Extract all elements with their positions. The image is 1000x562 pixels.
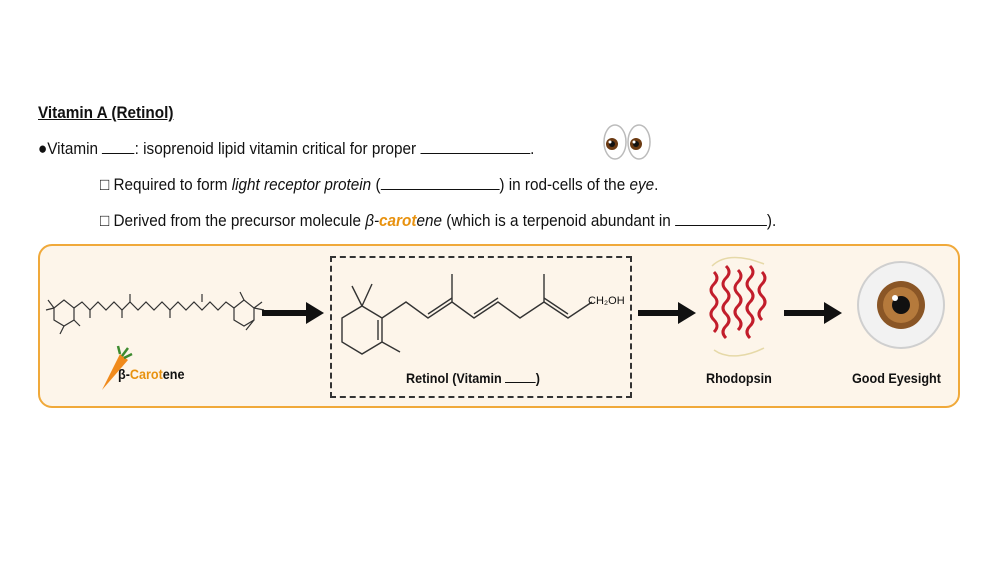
- ene-suffix: ene: [416, 211, 442, 230]
- text-italic: eye: [629, 175, 655, 194]
- text-segment: .: [530, 139, 535, 158]
- ch2oh-label: CH₂OH: [588, 295, 625, 307]
- beta-carotene-structure: [45, 291, 265, 335]
- pathway-drawing: [45, 291, 842, 390]
- good-eyesight-label: Good Eyesight: [852, 370, 941, 386]
- text-segment: (which is a terpenoid abundant in: [442, 211, 676, 230]
- label-text: ): [535, 370, 540, 386]
- blank-vitamin-letter[interactable]: [102, 139, 135, 154]
- text-segment: Derived from the precursor molecule: [109, 211, 366, 230]
- label-text: Retinol (Vitamin: [406, 370, 506, 386]
- receptor-line: □ Required to form light receptor protei…: [100, 175, 658, 195]
- checkbox-glyph: □: [100, 211, 110, 230]
- blank-food-source[interactable]: [675, 211, 767, 226]
- beta-carotene-label: β-Carotene: [118, 366, 185, 382]
- text-segment: .: [654, 175, 659, 194]
- carot-highlight: carot: [379, 211, 417, 230]
- page-title: Vitamin A (Retinol): [38, 103, 174, 122]
- blank-function[interactable]: [420, 139, 531, 154]
- eyeball-icon: [857, 261, 945, 349]
- text-segment: ) in rod-cells of the: [499, 175, 630, 194]
- label-suffix: ene: [162, 366, 185, 382]
- bullet: ●: [38, 139, 48, 158]
- vitamin-line: ●Vitamin : isoprenoid lipid vitamin crit…: [38, 139, 534, 159]
- retinol-structure: CH₂OH: [341, 274, 625, 355]
- pathway-panel: CH₂OH β-Carotene Retinol (Vitamin ) Rhod…: [38, 244, 960, 408]
- retinol-box: CH₂OH: [330, 256, 632, 398]
- text-segment: : isoprenoid lipid vitamin critical for …: [134, 139, 421, 158]
- beta-prefix: β-: [365, 211, 380, 230]
- checkbox-glyph: □: [100, 175, 110, 194]
- label-prefix: β-: [118, 366, 130, 382]
- carrot-icon: [102, 345, 133, 390]
- arrow-right-icon: [262, 302, 324, 324]
- retinol-label: Retinol (Vitamin ): [406, 370, 540, 386]
- text-segment: (: [371, 175, 381, 194]
- text-italic: light receptor protein: [231, 175, 372, 194]
- precursor-line: □ Derived from the precursor molecule β-…: [100, 211, 776, 231]
- label-orange: Carot: [129, 366, 163, 382]
- arrow-right-icon: [638, 302, 696, 324]
- text-segment: Required to form: [109, 175, 232, 194]
- text-segment: ).: [766, 211, 777, 230]
- text-segment: Vitamin: [47, 139, 103, 158]
- arrow-right-icon: [784, 302, 842, 324]
- protein-structure-icon: [709, 256, 767, 357]
- blank-retinol-vitamin[interactable]: [505, 370, 536, 383]
- blank-receptor-protein[interactable]: [380, 175, 500, 190]
- rhodopsin-label: Rhodopsin: [706, 370, 772, 386]
- eyes-emoji: [603, 124, 651, 160]
